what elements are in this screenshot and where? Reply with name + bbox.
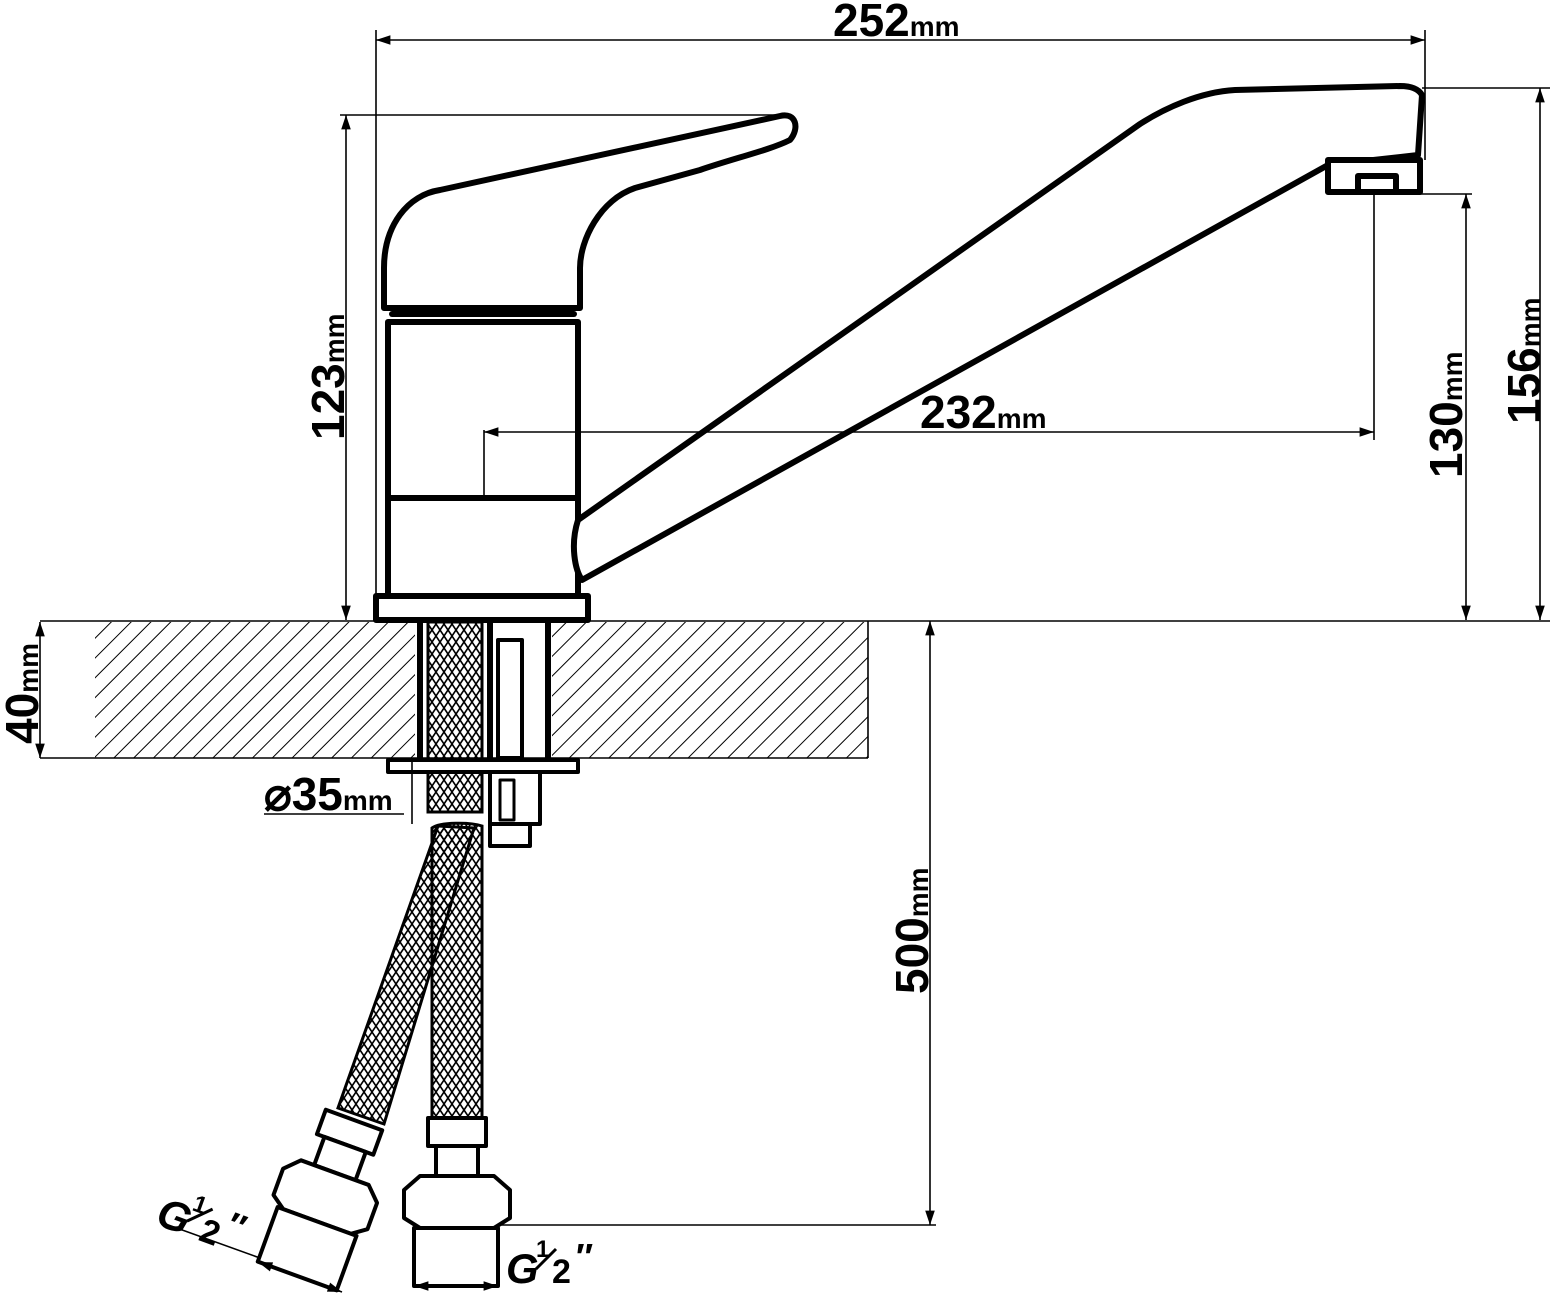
svg-text:2: 2 bbox=[552, 1253, 571, 1291]
dimension-lines bbox=[35, 30, 1550, 1293]
svg-text:1: 1 bbox=[536, 1236, 549, 1263]
dim-500-label: 500mm bbox=[886, 867, 938, 994]
dim-252-label: 252mm bbox=[833, 0, 960, 46]
dim-35-label: ⌀35mm bbox=[264, 768, 393, 820]
dim-130-label: 130mm bbox=[1420, 351, 1472, 478]
svg-text:″: ″ bbox=[574, 1236, 593, 1277]
countertop bbox=[40, 620, 1550, 759]
dim-232-label: 232mm bbox=[920, 386, 1047, 438]
thread-label-right: G 1 2 ″ bbox=[506, 1236, 593, 1292]
svg-text:″: ″ bbox=[220, 1203, 252, 1248]
mounting-hardware bbox=[386, 619, 580, 848]
dim-40-label: 40mm bbox=[0, 643, 48, 744]
svg-text:G: G bbox=[506, 1245, 539, 1292]
dim-123-label: 123mm bbox=[302, 313, 354, 440]
dim-156-label: 156mm bbox=[1498, 297, 1550, 424]
faucet-body bbox=[373, 112, 799, 623]
